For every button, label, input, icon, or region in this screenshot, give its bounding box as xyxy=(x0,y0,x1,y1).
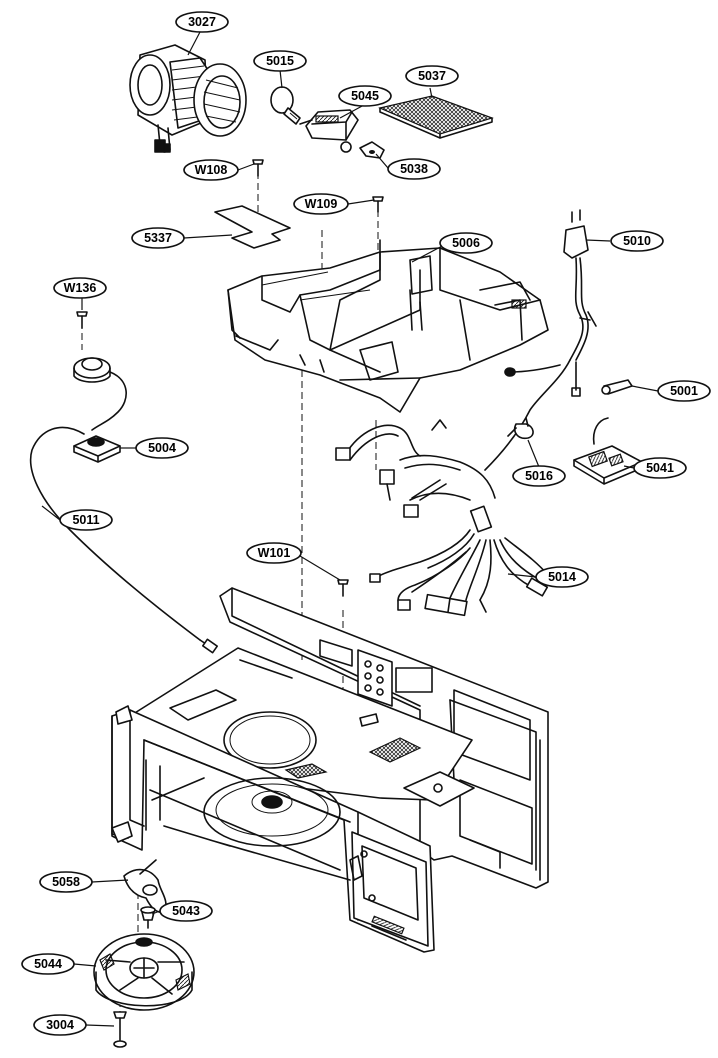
callout-label: 5337 xyxy=(144,231,172,245)
callout-3004: 3004 xyxy=(33,1014,87,1036)
callout-5037: 5037 xyxy=(405,65,459,87)
stirrer-blade xyxy=(123,859,167,914)
callout-5045: 5045 xyxy=(338,85,392,107)
callout-label: 5043 xyxy=(172,904,200,918)
pin-5001 xyxy=(601,379,633,395)
callout-W109: W109 xyxy=(293,193,349,215)
callout-label: 5058 xyxy=(52,875,80,889)
callout-label: W108 xyxy=(195,163,228,177)
callout-label: 5015 xyxy=(266,54,294,68)
fan-motor-assembly xyxy=(129,44,247,153)
screw-3004 xyxy=(113,1017,127,1048)
humidity-sensor-assembly xyxy=(29,357,219,654)
callout-label: 5037 xyxy=(418,69,446,83)
callout-label: 3004 xyxy=(46,1018,74,1032)
callout-label: 5010 xyxy=(623,234,651,248)
callout-label: W101 xyxy=(258,546,291,560)
power-cord xyxy=(484,209,597,471)
stirrer-bushing xyxy=(140,906,156,929)
callout-label: 5045 xyxy=(351,89,379,103)
callout-label: W136 xyxy=(64,281,97,295)
callout-5337: 5337 xyxy=(131,227,185,249)
thermal-cutout xyxy=(507,417,534,440)
grille-filter xyxy=(378,95,494,139)
callout-3027: 3027 xyxy=(175,11,229,33)
wire-harness xyxy=(335,419,549,617)
callout-5011: 5011 xyxy=(59,509,113,531)
callout-5044: 5044 xyxy=(21,953,75,975)
callout-label: 5011 xyxy=(72,513,99,527)
stirrer-cover xyxy=(93,933,195,1011)
control-pcb xyxy=(573,417,643,485)
lamp-socket xyxy=(299,109,359,153)
callout-W108: W108 xyxy=(183,159,239,181)
callout-label: 5001 xyxy=(670,384,698,398)
lamp-clip xyxy=(359,141,385,159)
bracket-plate xyxy=(214,205,291,249)
callout-5058: 5058 xyxy=(39,871,93,893)
callout-label: 5006 xyxy=(452,236,480,250)
lamp-bulb xyxy=(270,86,301,125)
callout-5006: 5006 xyxy=(439,232,493,254)
callout-5010: 5010 xyxy=(610,230,664,252)
oven-cavity-chassis xyxy=(111,587,549,953)
callout-5004: 5004 xyxy=(135,437,189,459)
callout-5015: 5015 xyxy=(253,50,307,72)
callout-label: 5004 xyxy=(148,441,176,455)
callout-5001: 5001 xyxy=(657,380,711,402)
callout-label: 5044 xyxy=(34,957,62,971)
callout-label: 5038 xyxy=(400,162,428,176)
callout-label: 5016 xyxy=(525,469,553,483)
screws xyxy=(76,159,384,1019)
callout-5014: 5014 xyxy=(535,566,589,588)
callout-W136: W136 xyxy=(53,277,107,299)
callout-label: 3027 xyxy=(188,15,216,29)
callout-5038: 5038 xyxy=(387,158,441,180)
callout-5016: 5016 xyxy=(512,465,566,487)
upper-base-assembly xyxy=(227,239,549,413)
callout-5041: 5041 xyxy=(633,457,687,479)
callout-leaders xyxy=(41,31,659,1027)
callout-label: W109 xyxy=(305,197,338,211)
callout-5043: 5043 xyxy=(159,900,213,922)
callout-W101: W101 xyxy=(246,542,302,564)
callout-label: 5014 xyxy=(548,570,576,584)
callout-label: 5041 xyxy=(646,461,674,475)
